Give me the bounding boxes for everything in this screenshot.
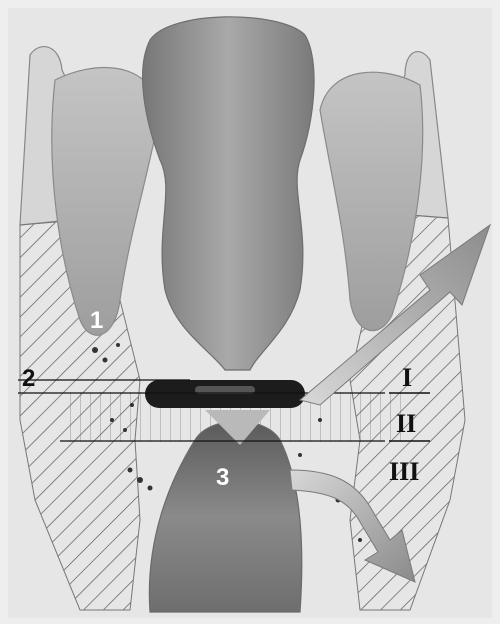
level-label-iii: III bbox=[389, 457, 419, 486]
label-1: 1 bbox=[90, 307, 103, 334]
level-label-ii: II bbox=[396, 409, 416, 438]
level-label-i: I bbox=[402, 363, 412, 392]
label-3: 3 bbox=[216, 464, 229, 491]
label-2: 2 bbox=[22, 365, 35, 392]
